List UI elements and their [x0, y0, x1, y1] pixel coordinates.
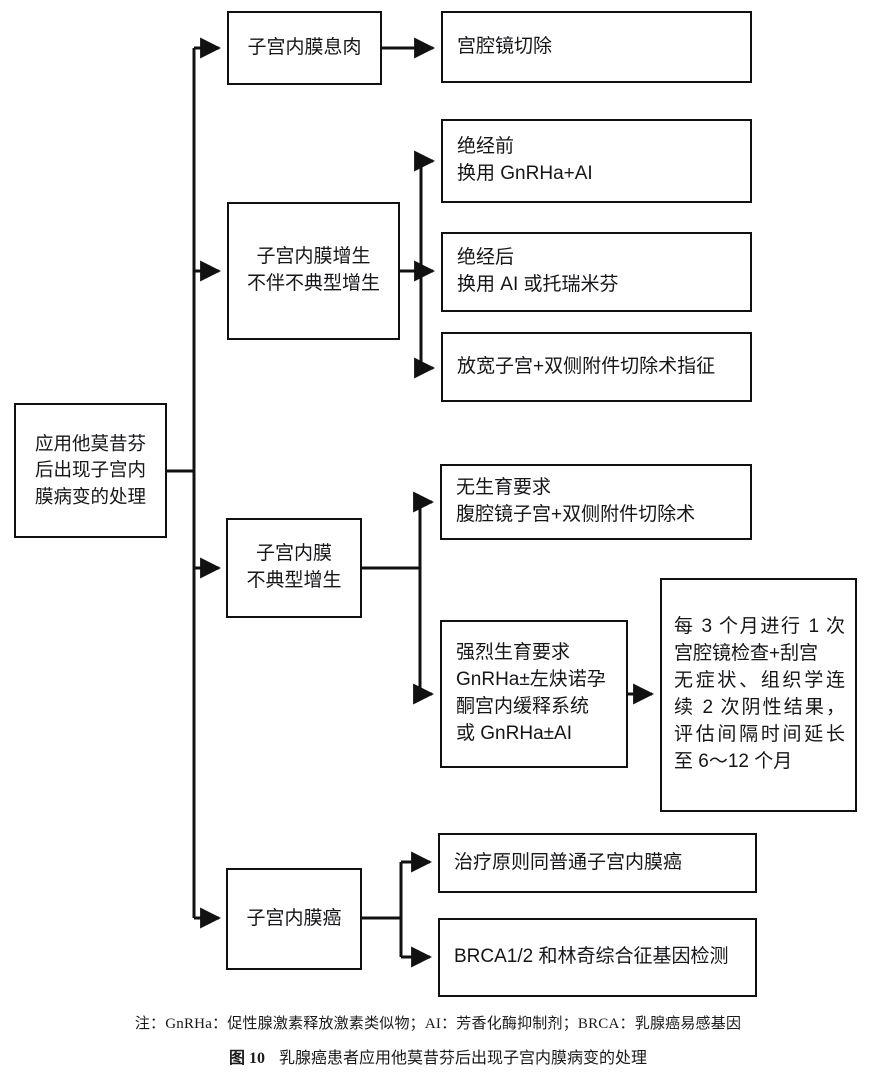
- node-premenopausal[interactable]: 绝经前 换用 GnRHa+AI: [441, 119, 752, 203]
- node-strong-fertility-desire[interactable]: 强烈生育要求 GnRHa±左炔诺孕 酮宫内缓释系统 或 GnRHa±AI: [440, 620, 628, 768]
- node-surgery-indication-line-1: 放宽子宫+双侧附件切除术指征: [457, 355, 716, 377]
- node-strong-fertility-line-4: 或 GnRHa±AI: [456, 722, 573, 744]
- figure-number: 图 10: [228, 1050, 265, 1067]
- node-followup-line-6: 至 6～12 个月: [674, 750, 793, 772]
- node-no-fertility-line-1: 无生育要求: [456, 477, 552, 499]
- node-premenopausal-line-2: 换用 GnRHa+AI: [457, 163, 593, 184]
- node-followup-line-5: 评估间隔时间延长: [674, 723, 845, 745]
- node-surgery-indication[interactable]: 放宽子宫+双侧附件切除术指征: [441, 332, 752, 402]
- node-postmenopausal[interactable]: 绝经后 换用 AI 或托瑞米芬: [441, 232, 752, 312]
- node-postmenopausal-line-1: 绝经后: [457, 247, 515, 269]
- node-premenopausal-line-1: 绝经前: [457, 136, 515, 158]
- node-atypical-line-2: 不典型增生: [246, 570, 342, 591]
- node-followup-line-4: 续 2 次阴性结果，: [674, 697, 845, 718]
- figure-caption: 图 10 乳腺癌患者应用他莫昔芬后出现子宫内膜病变的处理: [0, 1044, 876, 1068]
- node-root-line-2: 后出现子宫内: [34, 459, 146, 481]
- node-no-fertility-line-2: 腹腔镜子宫+双侧附件切除术: [456, 504, 696, 525]
- node-strong-fertility-line-1: 强烈生育要求: [456, 642, 571, 664]
- node-atypical-line-1: 子宫内膜: [255, 543, 332, 565]
- node-followup-line-2: 宫腔镜检查+刮宫: [674, 643, 819, 665]
- node-cancer-treatment-line-1: 治疗原则同普通子宫内膜癌: [454, 851, 683, 873]
- figure-note: 注：GnRHa：促性腺激素释放激素类似物；AI：芳香化酶抑制剂；BRCA：乳腺癌…: [134, 1016, 742, 1032]
- node-followup-line-1: 每 3 个月进行 1 次: [674, 616, 845, 638]
- node-strong-fertility-line-3: 酮宫内缓释系统: [456, 696, 590, 717]
- node-postmenopausal-line-2: 换用 AI 或托瑞米芬: [457, 274, 619, 295]
- node-polyp[interactable]: 子宫内膜息肉: [227, 11, 382, 85]
- node-cancer-treatment[interactable]: 治疗原则同普通子宫内膜癌: [438, 833, 757, 893]
- node-polyp-treatment-line-1: 宫腔镜切除: [457, 35, 553, 57]
- figure-caption-text: 乳腺癌患者应用他莫昔芬后出现子宫内膜病变的处理: [279, 1050, 648, 1067]
- node-no-fertility-desire[interactable]: 无生育要求 腹腔镜子宫+双侧附件切除术: [440, 464, 752, 540]
- node-endometrial-cancer-line-1: 子宫内膜癌: [246, 907, 342, 929]
- node-followup[interactable]: 每 3 个月进行 1 次 宫腔镜检查+刮宫 无症状、组织学连 续 2 次阴性结果…: [660, 578, 857, 812]
- node-genetic-testing[interactable]: BRCA1/2 和林奇综合征基因检测: [438, 918, 757, 997]
- node-atypical-hyperplasia[interactable]: 子宫内膜 不典型增生: [226, 518, 362, 618]
- node-strong-fertility-line-2: GnRHa±左炔诺孕: [456, 669, 606, 691]
- node-root-line-3: 膜病变的处理: [34, 485, 146, 507]
- node-hyperplasia-without-atypia[interactable]: 子宫内膜增生 不伴不典型增生: [227, 202, 400, 340]
- node-root-line-1: 应用他莫昔芬: [34, 433, 146, 455]
- node-hyperplasia-line-1: 子宫内膜增生: [256, 246, 371, 268]
- node-polyp-treatment[interactable]: 宫腔镜切除: [441, 11, 752, 83]
- node-root[interactable]: 应用他莫昔芬 后出现子宫内 膜病变的处理: [14, 403, 167, 538]
- node-polyp-line-1: 子宫内膜息肉: [247, 36, 362, 58]
- node-endometrial-cancer[interactable]: 子宫内膜癌: [226, 868, 362, 970]
- node-followup-line-3: 无症状、组织学连: [674, 670, 845, 692]
- node-genetic-testing-line-1: BRCA1/2 和林奇综合征基因检测: [454, 946, 729, 968]
- node-hyperplasia-line-2: 不伴不典型增生: [246, 273, 380, 294]
